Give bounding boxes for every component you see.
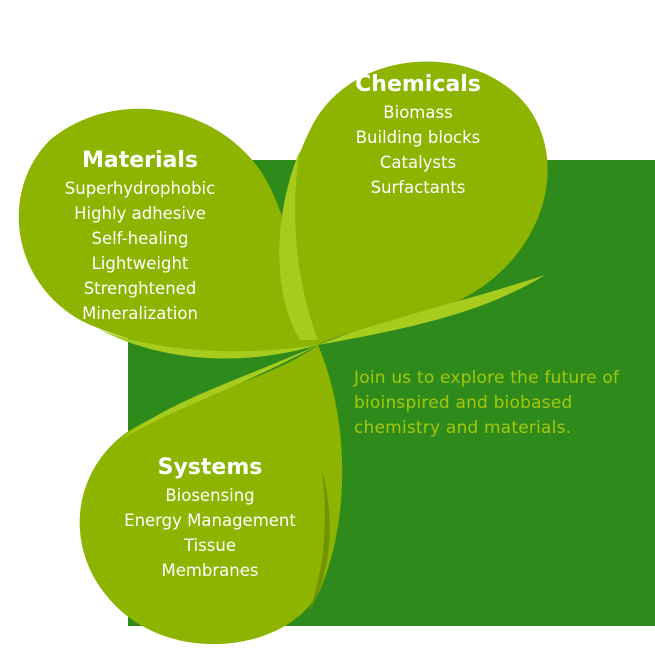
chemicals-petal xyxy=(284,61,548,345)
systems-item: Energy Management xyxy=(124,511,296,530)
chemicals-cluster: Chemicals Biomass Building blocks Cataly… xyxy=(318,72,518,200)
systems-item: Membranes xyxy=(161,561,259,580)
chemicals-item: Biomass xyxy=(383,103,453,122)
chemicals-item: Building blocks xyxy=(355,128,481,147)
materials-item: Lightweight xyxy=(91,254,189,273)
petal-highlight xyxy=(279,150,318,340)
chemicals-item: Catalysts xyxy=(379,153,457,172)
petal-shadow xyxy=(310,470,330,610)
materials-item: Self-healing xyxy=(91,229,189,248)
petal-highlight xyxy=(120,345,318,440)
petal-highlight xyxy=(100,330,318,359)
systems-item: Biosensing xyxy=(165,486,255,505)
systems-cluster: Systems Biosensing Energy Management Tis… xyxy=(100,455,320,583)
materials-heading: Materials xyxy=(81,148,199,173)
materials-cluster: Materials Superhydrophobic Highly adhesi… xyxy=(40,148,240,326)
materials-item: Strenghtened xyxy=(83,279,197,298)
tagline: Join us to explore the future of bioinsp… xyxy=(354,368,620,438)
materials-item: Mineralization xyxy=(82,304,198,323)
materials-petal xyxy=(18,108,319,353)
chemicals-heading: Chemicals xyxy=(355,72,481,97)
systems-petal xyxy=(79,345,343,645)
materials-item: Highly adhesive xyxy=(74,204,206,223)
petal-highlight xyxy=(318,275,545,345)
systems-item: Tissue xyxy=(184,536,236,555)
materials-item: Superhydrophobic xyxy=(64,179,216,198)
chemicals-item: Surfactants xyxy=(370,178,466,197)
systems-heading: Systems xyxy=(157,455,263,480)
